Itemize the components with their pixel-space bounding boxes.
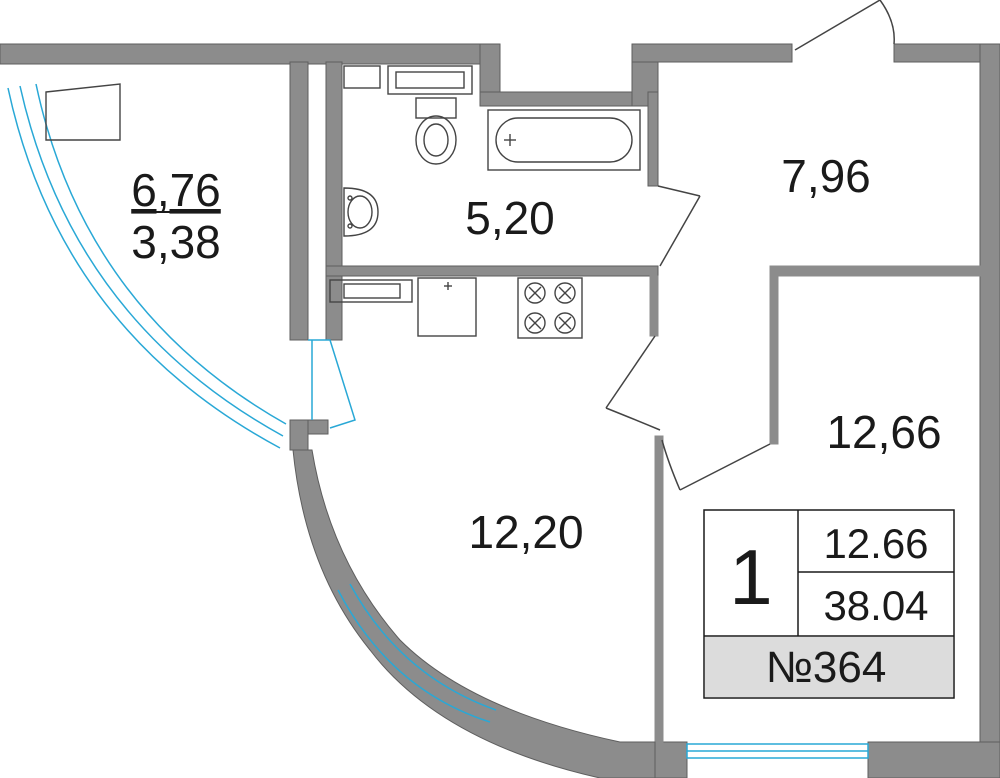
wall-curved-kitchen <box>292 449 656 778</box>
wall-bottom-right <box>867 741 1000 778</box>
wall-top-hall-a <box>631 43 793 63</box>
balcony-area-half: 3,38 <box>131 216 221 268</box>
wall-bedroom-left <box>769 265 779 445</box>
doors <box>605 0 895 491</box>
toilet-icon <box>415 115 457 165</box>
wall-bath-bottom <box>325 265 659 277</box>
toilet-tank <box>415 97 457 119</box>
wall-door-bottom-r <box>307 419 329 435</box>
wall-bottom-left <box>654 741 688 778</box>
apartment-number: №364 <box>766 643 887 692</box>
wall-balcony-right <box>289 61 309 341</box>
apartment-number-bg <box>705 637 953 697</box>
bathroom-area: 5,20 <box>465 192 555 244</box>
total-area-value: 38.04 <box>823 582 928 629</box>
wall-kitchen-right-top <box>649 275 659 337</box>
wall-top-left <box>0 43 501 65</box>
kitchen-sink-icon <box>417 277 477 337</box>
partition-hatch <box>649 265 981 743</box>
bathtub-icon <box>487 109 641 171</box>
wall-hall-bottom <box>769 265 981 277</box>
fixtures <box>45 65 641 339</box>
bedroom-area: 12,66 <box>826 406 941 458</box>
balcony-area-full: 6,76 <box>131 164 221 216</box>
sink-icon <box>343 187 379 237</box>
walls <box>0 43 1000 778</box>
wall-kitchen-right <box>654 435 664 743</box>
wall-door-bottom-l <box>289 419 309 451</box>
wall-right <box>979 43 1000 778</box>
wall-bath-left <box>325 61 343 341</box>
hallway-area: 7,96 <box>781 150 871 202</box>
windows <box>7 83 869 759</box>
rooms-count: 1 <box>729 533 772 621</box>
wall-top-hall-b <box>893 43 1000 63</box>
wall-bath-right <box>647 91 659 187</box>
kitchen-area: 12,20 <box>468 506 583 558</box>
info-box: 1 12.66 38.04 №364 <box>703 509 955 699</box>
living-area-value: 12.66 <box>823 520 928 567</box>
storage-icon <box>45 83 121 141</box>
wall-top-bath <box>479 91 659 107</box>
stove-icon <box>517 277 583 339</box>
